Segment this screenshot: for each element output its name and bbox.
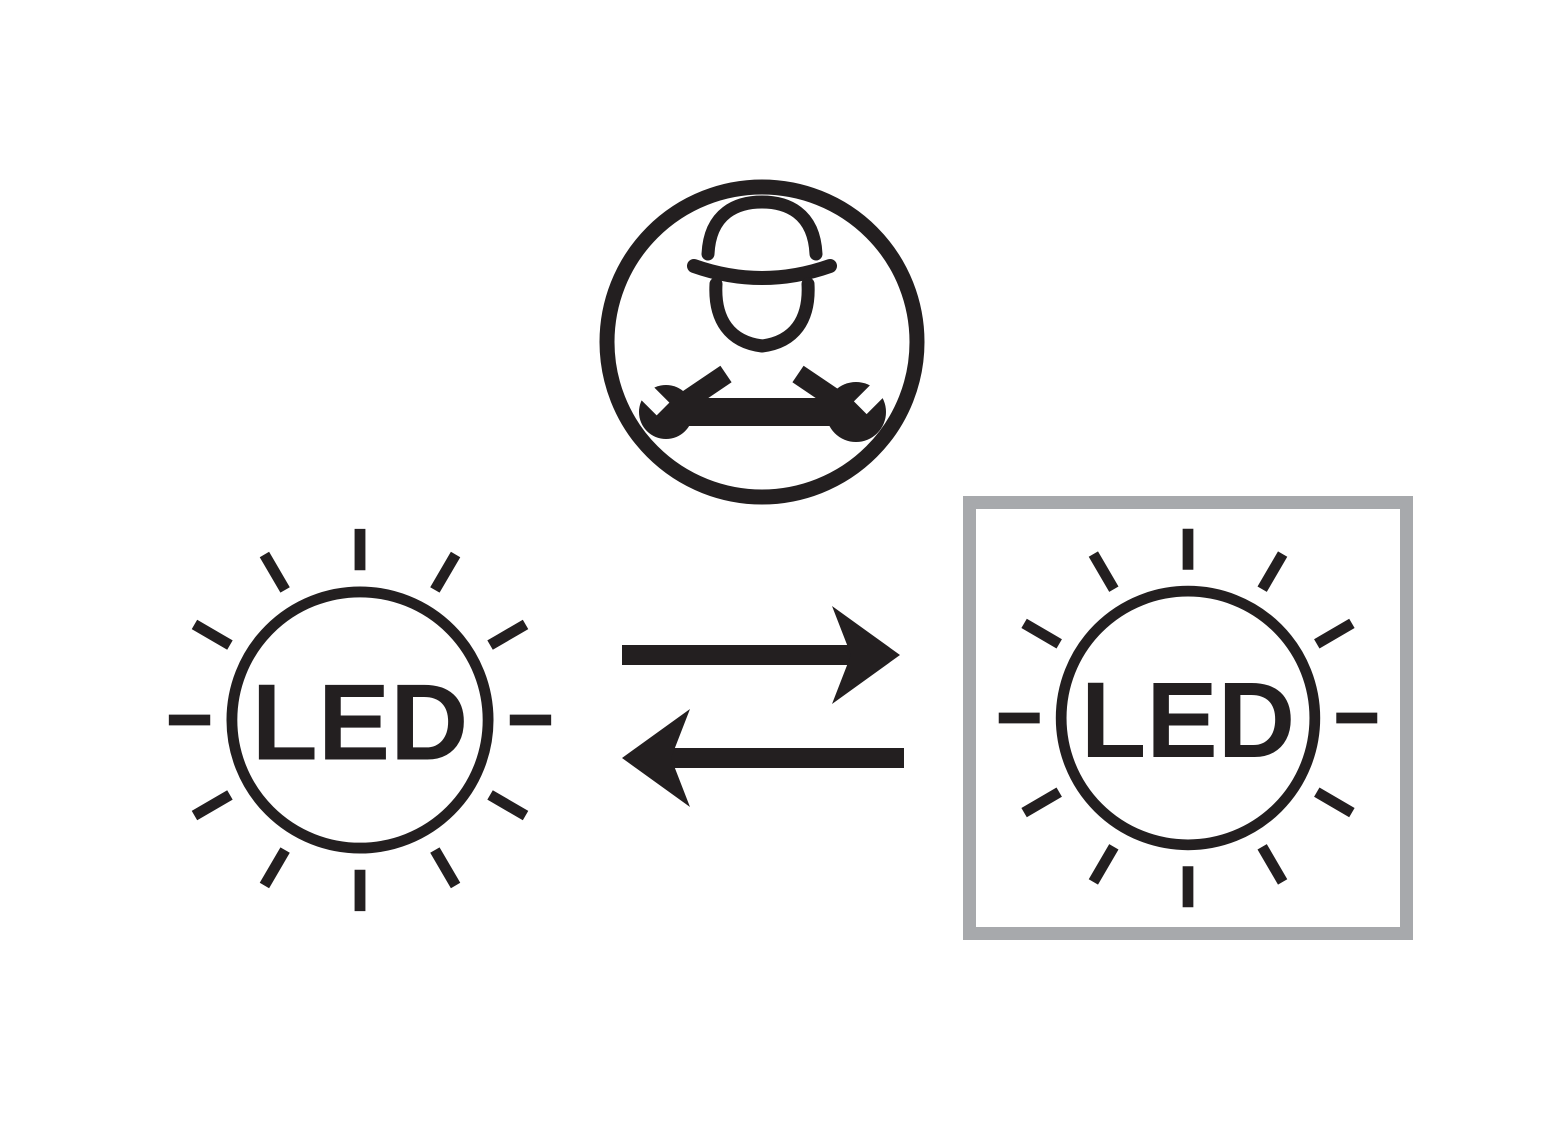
led-rays (998, 528, 1378, 908)
led-rays (168, 528, 552, 912)
exchange-arrows-icon (622, 606, 904, 807)
led-sun-boxed-icon: LED (998, 528, 1378, 908)
replacement-led-frame: LED (963, 496, 1413, 940)
led-circle-outline (1055, 585, 1321, 851)
technician-wrench-icon (599, 179, 925, 505)
led-lamp-new-icon: LED (988, 518, 1388, 918)
wrench-icon (632, 375, 893, 442)
led-label: LED (1081, 660, 1296, 780)
cap-crown (701, 195, 823, 261)
technician-service-icon (588, 168, 936, 516)
led-lamp-old-icon: LED (158, 518, 562, 922)
led-circle-outline (226, 586, 494, 854)
swap-arrows-icon (618, 598, 908, 813)
technician-circle-outline (599, 179, 925, 505)
led-label: LED (252, 661, 469, 782)
led-sun-icon: LED (168, 528, 552, 912)
face-outline (709, 277, 815, 353)
arrow-right (622, 606, 900, 704)
arrow-left (622, 709, 904, 807)
cap-brim (687, 259, 837, 285)
